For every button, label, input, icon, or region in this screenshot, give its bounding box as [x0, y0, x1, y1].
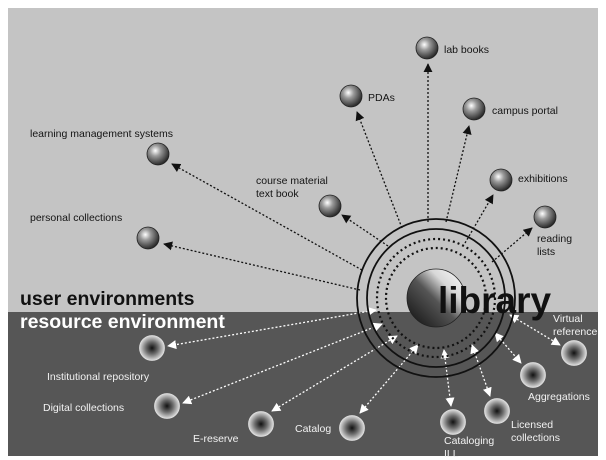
- arrow-reading-lists: [491, 227, 533, 263]
- label-digital-collections: Digital collections: [43, 402, 124, 414]
- arrow-virtual-reference: [509, 314, 561, 346]
- label-campus-portal: campus portal: [492, 105, 558, 117]
- node-exhibitions: [489, 168, 513, 192]
- label-e-reserve: E-reserve: [193, 433, 239, 445]
- arrow-catalog: [359, 344, 419, 414]
- node-e-reserve: [248, 411, 274, 437]
- label-institutional-repository: Institutional repository: [47, 371, 150, 383]
- user-environments-heading: user environments: [20, 288, 195, 310]
- label-personal-collections: personal collections: [30, 212, 122, 224]
- node-aggregations: [520, 362, 546, 388]
- arrow-cataloging-ill: [440, 349, 455, 407]
- node-virtual-reference: [561, 340, 587, 366]
- node-lab-books: [415, 36, 439, 60]
- arrow-campus-portal: [445, 125, 472, 223]
- arrow-licensed-collections: [470, 344, 492, 397]
- node-cataloging-ill: [440, 409, 466, 435]
- label-lab-books: lab books: [444, 44, 489, 56]
- connector-arrows: [163, 63, 561, 414]
- node-course-material-text-book: [318, 194, 342, 218]
- library-sphere: [406, 268, 466, 328]
- dotted-ring-inner: [384, 246, 488, 350]
- node-catalog: [339, 415, 365, 441]
- arrow-aggregations: [494, 332, 522, 364]
- outer-ring: [356, 218, 516, 378]
- library-hub: library: [356, 218, 552, 378]
- dotted-ring-outer: [375, 237, 497, 359]
- arrow-pdas: [355, 111, 403, 229]
- user-environments-zone: [8, 8, 598, 312]
- label-catalog: Catalog: [295, 423, 331, 435]
- node-personal-collections: [136, 226, 160, 250]
- resource-environment-heading: resource environment: [20, 311, 225, 333]
- arrow-learning-management-systems: [171, 163, 363, 271]
- label-aggregations: Aggregations: [528, 391, 590, 403]
- second-ring: [366, 228, 506, 368]
- library-label: library: [438, 280, 552, 321]
- label-learning-management-systems: learning management systems: [30, 128, 173, 140]
- node-reading-lists: [533, 205, 557, 229]
- node-campus-portal: [462, 97, 486, 121]
- node-digital-collections: [154, 393, 180, 419]
- node-licensed-collections: [484, 398, 510, 424]
- node-learning-management-systems: [146, 142, 170, 166]
- arrow-exhibitions: [464, 194, 494, 244]
- label-pdas: PDAs: [368, 92, 395, 104]
- label-exhibitions: exhibitions: [518, 173, 568, 185]
- node-institutional-repository: [139, 335, 165, 361]
- arrow-personal-collections: [163, 241, 361, 291]
- node-pdas: [339, 84, 363, 108]
